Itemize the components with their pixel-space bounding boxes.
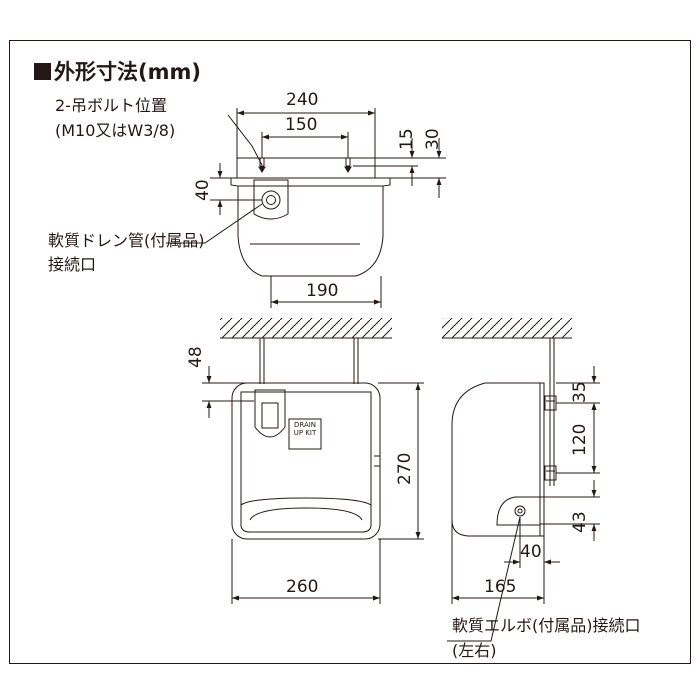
dim-side-depth: 165: [484, 577, 517, 597]
front-body-outer: [231, 382, 381, 540]
elbow-leader: [447, 516, 521, 642]
front-drain-pipe: [254, 389, 286, 438]
dim-drain-40: 40: [193, 179, 213, 201]
dim-bolt-30: 30: [423, 128, 443, 150]
front-hanger-rods: [259, 338, 359, 384]
top-view-dimensions: [210, 108, 446, 308]
dim-side-120: 120: [570, 423, 590, 456]
dim-top-width: 240: [286, 90, 319, 110]
title-text: 外形寸法(mm): [54, 60, 201, 84]
bolt-slot-right: [345, 158, 351, 167]
bolt-label-line2: (M10又はW3/8): [55, 121, 176, 140]
elbow-label-line1: 軟質エルボ(付属品)接続口: [452, 616, 641, 635]
drain-outer: [261, 190, 281, 210]
drain-up-kit-text: DRAIN UP KIT: [293, 421, 317, 437]
drain-label-line1: 軟質ドレン管(付属品): [48, 231, 205, 250]
drain-label-line2: 接続口: [48, 255, 97, 274]
dim-side-40: 40: [520, 542, 542, 562]
side-hanger-rod: [549, 338, 555, 486]
front-view-dimensions: [202, 366, 424, 604]
bolt-leader: [227, 114, 263, 166]
drain-up-kit-plate: [288, 418, 322, 450]
dim-side-43: 43: [570, 511, 590, 533]
dim-side-35: 35: [570, 381, 590, 403]
dim-bottom-width: 190: [306, 281, 339, 301]
bolt-label-line1: 2-吊ボルト位置: [55, 96, 167, 115]
dim-front-width: 260: [286, 577, 319, 597]
page-title: 外形寸法(mm): [34, 60, 201, 84]
side-ceiling-hatch: [442, 318, 572, 338]
side-view-dimensions: [451, 366, 600, 604]
front-view: [220, 318, 392, 540]
drain-leader: [166, 203, 263, 244]
drawing-frame: [9, 40, 691, 664]
dim-hanger-48: 48: [186, 346, 206, 368]
dim-bolt-pitch: 150: [285, 115, 318, 135]
top-view-plate: [236, 157, 376, 179]
dim-bolt-15: 15: [397, 128, 417, 150]
front-body-inner: [240, 391, 372, 507]
drain-inner: [266, 195, 276, 205]
drain-socket: [253, 179, 289, 220]
front-drain-socket: [261, 402, 279, 429]
title-square-icon: [34, 63, 51, 80]
elbow-label-line2: (左右): [452, 641, 497, 660]
top-view-body: [230, 177, 391, 277]
front-ceiling-hatch: [220, 318, 392, 338]
side-elbow: [496, 496, 541, 526]
top-view: [166, 114, 391, 277]
dim-front-height: 270: [395, 452, 415, 485]
side-view: [442, 318, 572, 642]
